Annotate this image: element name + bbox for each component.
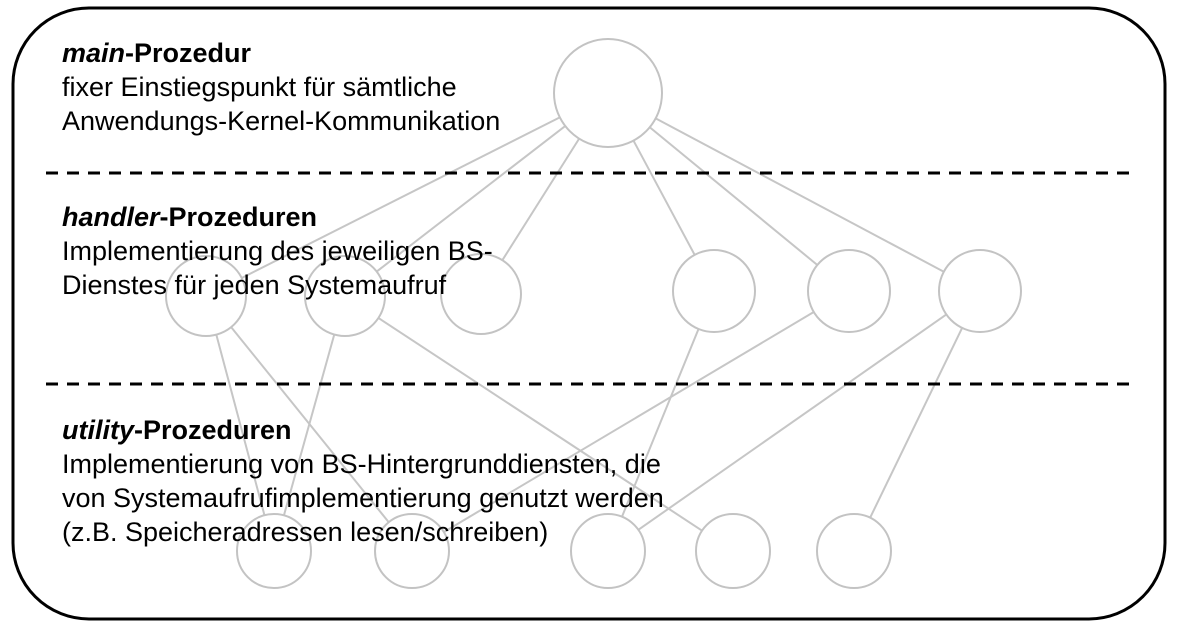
- node-utility-4: [695, 513, 771, 589]
- node-utility-5: [816, 513, 892, 589]
- layer-description-line: fixer Einstiegspunkt für sämtliche: [62, 72, 457, 102]
- node-handler-3: [440, 253, 522, 335]
- node-handler-4: [672, 249, 756, 333]
- outer-border: [11, 6, 1167, 621]
- layer-description-line: Implementierung des jeweiligen BS-: [62, 236, 493, 266]
- edge-main-handler-2: [376, 125, 566, 273]
- layer-heading-main-italic: main: [62, 38, 126, 68]
- node-utility-1: [236, 513, 312, 589]
- edge-handler-4-utility-3: [621, 328, 700, 518]
- edge-handler-2-utility-4: [377, 317, 703, 532]
- node-handler-5: [807, 249, 891, 333]
- layer-heading-main: main-Prozedur: [62, 36, 500, 70]
- layer-heading-main-rest: -Prozedur: [125, 38, 252, 68]
- edge-main-handler-3: [501, 138, 581, 261]
- layer-description-line: Anwendungs-Kernel-Kommunikation: [62, 106, 501, 136]
- edge-main-handler-5: [649, 126, 818, 266]
- edge-handler-1-utility-1: [215, 334, 266, 516]
- node-handler-6: [938, 249, 1022, 333]
- edge-main-handler-6: [655, 117, 945, 273]
- layer-description-line: (z.B. Speicheradressen lesen/schreiben): [62, 517, 549, 547]
- layer-label-utility: utility-Prozeduren Implementierung von B…: [62, 413, 664, 549]
- node-utility-3: [570, 513, 646, 589]
- layer-heading-handler: handler-Prozeduren: [62, 200, 493, 234]
- layer-heading-utility-italic: utility: [62, 415, 134, 445]
- layer-heading-utility-rest: -Prozeduren: [134, 415, 292, 445]
- layer-label-handler: handler-Prozeduren Implementierung des j…: [62, 200, 493, 302]
- layer-label-main: main-Prozedur fixer Einstiegspunkt für s…: [62, 36, 500, 138]
- layer-description-line: Implementierung von BS-Hintergrunddienst…: [62, 449, 661, 479]
- edge-handler-6-utility-3: [637, 313, 947, 531]
- node-handler-2: [304, 255, 386, 337]
- node-handler-1: [165, 255, 247, 337]
- edge-handler-2-utility-1: [282, 334, 336, 516]
- edge-handler-5-utility-2: [443, 311, 815, 533]
- layer-heading-handler-italic: handler: [62, 202, 160, 232]
- layer-description-line: von Systemaufrufimplementierung genutzt …: [62, 483, 664, 513]
- edge-main-handler-1: [241, 116, 561, 279]
- layer-heading-utility: utility-Prozeduren: [62, 413, 664, 447]
- node-main: [553, 38, 663, 148]
- edge-handler-6-utility-5: [869, 327, 964, 519]
- node-utility-2: [374, 513, 450, 589]
- layer-heading-handler-rest: -Prozeduren: [159, 202, 318, 232]
- edge-main-handler-4: [632, 140, 696, 256]
- layer-description-line: Dienstes für jeden Systemaufruf: [62, 270, 447, 300]
